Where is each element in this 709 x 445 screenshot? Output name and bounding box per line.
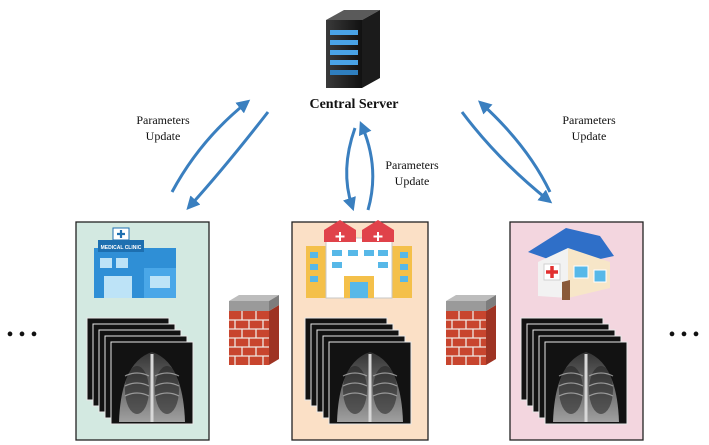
right-arrow-up <box>478 100 552 193</box>
server-icon <box>326 10 380 88</box>
xray-image-stack <box>303 316 413 426</box>
right-update-link: Parameters Update <box>460 100 616 204</box>
middle-link-label-line2: Update <box>395 174 430 188</box>
left-arrow-up <box>170 99 251 193</box>
medical-clinic-icon: MEDICAL CLINIC <box>94 227 176 298</box>
left-arrow-down <box>186 111 270 211</box>
left-link-label-line1: Parameters <box>136 113 190 127</box>
left-ellipsis: • • • <box>6 324 37 346</box>
firewall-right-icon <box>445 294 497 366</box>
right-link-label-line1: Parameters <box>562 113 616 127</box>
middle-update-link: Parameters Update <box>343 121 439 212</box>
xray-image-stack <box>85 316 195 426</box>
middle-link-label-line1: Parameters <box>385 158 439 172</box>
client-panel-hospital <box>291 220 429 441</box>
clinic-sign-text: MEDICAL CLINIC <box>101 245 142 251</box>
central-server: Central Server <box>309 10 399 112</box>
middle-arrow-up <box>358 121 375 211</box>
client-panel-clinic: MEDICAL CLINIC <box>75 221 210 441</box>
house-clinic-icon <box>528 228 614 300</box>
right-ellipsis: • • • <box>668 324 699 346</box>
left-link-label-line2: Update <box>146 129 181 143</box>
hospital-icon <box>306 220 412 299</box>
middle-arrow-down <box>343 127 357 212</box>
server-label: Central Server <box>309 97 398 112</box>
left-update-link: Parameters Update <box>136 99 270 211</box>
right-link-label-line2: Update <box>572 129 607 143</box>
xray-image-stack <box>519 316 629 426</box>
right-arrow-down <box>460 111 553 204</box>
firewall-left-icon <box>228 294 280 366</box>
client-panel-house-clinic <box>509 221 644 441</box>
